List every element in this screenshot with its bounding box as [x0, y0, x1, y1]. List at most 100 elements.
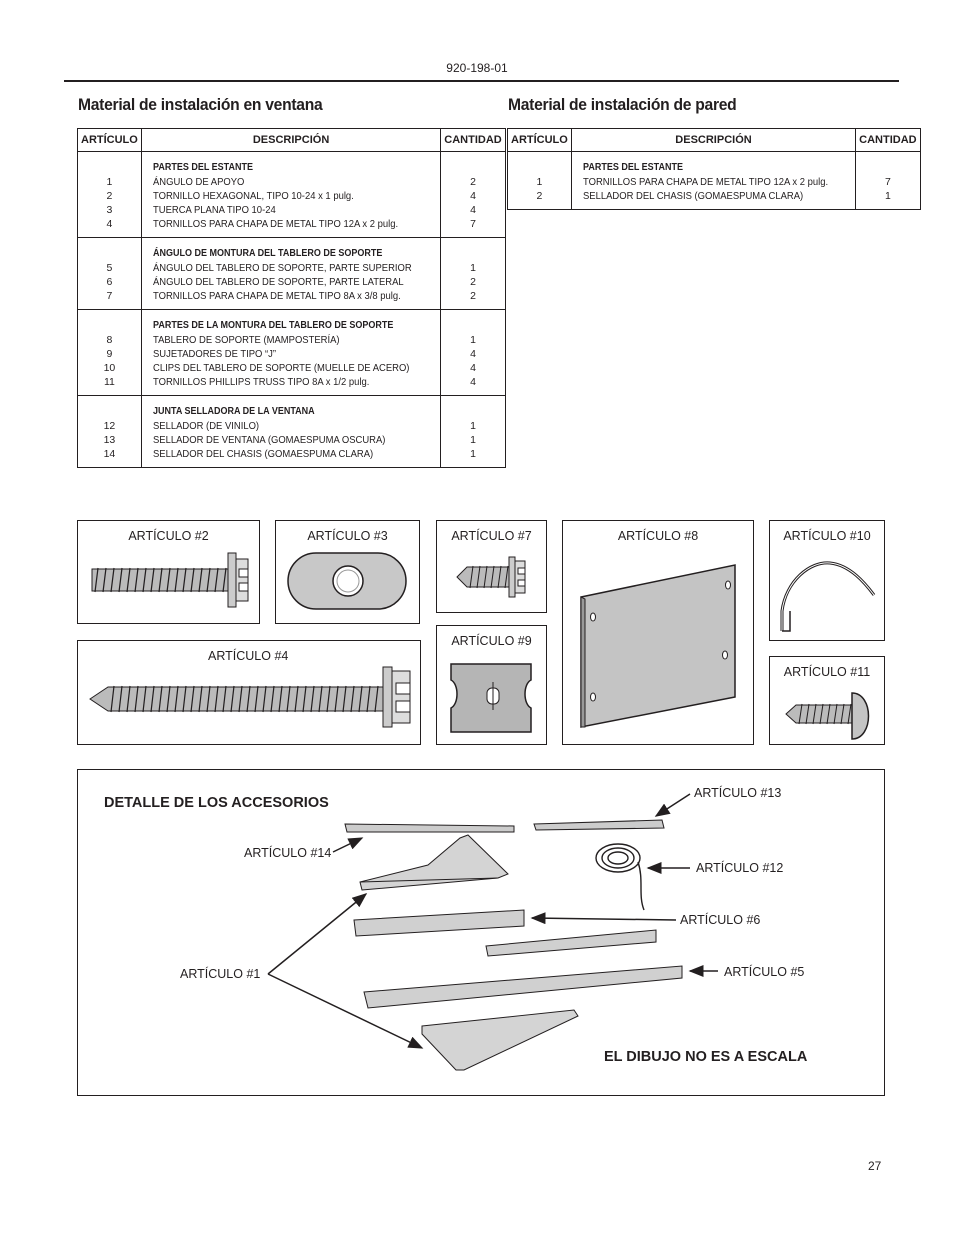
window-section-title: Material de instalación en ventana: [78, 95, 323, 114]
item-description: TORNILLO HEXAGONAL, TIPO 10-24 x 1 pulg.: [152, 190, 354, 202]
item-quantity: 4: [470, 376, 476, 388]
item-quantity: 4: [470, 362, 476, 374]
phillips-truss-screw-icon: [785, 692, 870, 740]
item-quantity: 7: [884, 176, 891, 188]
item11-box: ARTÍCULO #11: [769, 656, 885, 745]
page-number: 27: [868, 1159, 882, 1173]
item-quantity: 2: [470, 290, 476, 302]
item-quantity: 4: [470, 190, 476, 202]
item-number: 1: [536, 176, 543, 188]
description-cell: JUNTA SELLADORA DE LA VENTANA SELLADOR (D…: [140, 395, 442, 468]
item-quantity: 7: [470, 218, 476, 230]
item-quantity: 1: [470, 420, 476, 432]
item-number: 7: [106, 290, 113, 302]
group-heading: PARTES DE LA MONTURA DEL TABLERO DE SOPO…: [152, 320, 394, 331]
document-number: 920-198-01: [446, 61, 508, 75]
item13-callout: ARTÍCULO #13: [694, 786, 782, 800]
item-number: 12: [103, 420, 116, 432]
parts-group-row: 12 13 14 JUNTA SELLADORA DE LA VENTANA SELLA…: [77, 395, 506, 468]
item9-label: ARTÍCULO #9: [451, 634, 532, 648]
item8-box: ARTÍCULO #8: [562, 520, 754, 745]
small-screw-icon: [456, 556, 526, 598]
column-header-quantity: CANTIDAD: [855, 128, 921, 152]
item-number: 3: [106, 204, 113, 216]
group-heading: ÁNGULO DE MONTURA DEL TABLERO DE SOPORTE: [152, 248, 383, 259]
item2-label: ARTÍCULO #2: [128, 529, 209, 543]
item-number: 14: [103, 448, 116, 460]
item7-box: ARTÍCULO #7: [436, 520, 547, 613]
item7-label: ARTÍCULO #7: [451, 529, 532, 543]
item-number: 8: [106, 334, 113, 346]
item-description: TORNILLOS PARA CHAPA DE METAL TIPO 12A x…: [582, 176, 828, 188]
item-description: ÁNGULO DEL TABLERO DE SOPORTE, PARTE LAT…: [152, 276, 404, 288]
item-number: 6: [106, 276, 113, 288]
wall-section-title: Material de instalación de pared: [508, 95, 737, 114]
column-header-item: ARTÍCULO: [77, 128, 142, 152]
item10-box: ARTÍCULO #10: [769, 520, 885, 641]
item9-box: ARTÍCULO #9: [436, 625, 547, 745]
item-number: 2: [106, 190, 113, 202]
item-number: 11: [103, 376, 115, 388]
item-quantity: 1: [884, 190, 891, 202]
item-quantity: 4: [470, 204, 476, 216]
quantity-cell: 1 4 4 4: [440, 309, 506, 396]
item-number: 2: [536, 190, 543, 202]
item-quantity: 1: [470, 434, 476, 446]
group-heading: JUNTA SELLADORA DE LA VENTANA: [152, 406, 315, 417]
long-bolt-icon: [89, 666, 411, 728]
accessories-illustration: [267, 793, 718, 1071]
description-cell: PARTES DE LA MONTURA DEL TABLERO DE SOPO…: [140, 309, 442, 396]
item-description: SELLADOR DEL CHASIS (GOMAESPUMA CLARA): [582, 190, 804, 202]
item-quantity: 1: [470, 334, 476, 346]
item-description: SELLADOR DE VENTANA (GOMAESPUMA OSCURA): [152, 434, 386, 446]
flat-nut-icon: [287, 552, 407, 610]
item8-label: ARTÍCULO #8: [617, 529, 699, 543]
not-to-scale-note: EL DIBUJO NO ES A ESCALA: [604, 1049, 808, 1065]
item6-callout: ARTÍCULO #6: [680, 913, 761, 927]
item4-box: ARTÍCULO #4: [77, 640, 421, 745]
column-header-quantity: CANTIDAD: [440, 128, 506, 152]
item-description: TABLERO DE SOPORTE (MAMPOSTERÍA): [152, 334, 340, 346]
j-fastener-icon: [450, 663, 532, 733]
hex-bolt-icon: [91, 552, 249, 608]
item5-callout: ARTÍCULO #5: [724, 965, 805, 979]
item-number: 5: [106, 262, 113, 274]
item-quantity: 4: [470, 348, 476, 360]
item-description: SELLADOR (DE VINILO): [152, 420, 259, 432]
item-number: 4: [106, 218, 113, 230]
item3-label: ARTÍCULO #3: [307, 529, 388, 543]
item14-callout: ARTÍCULO #14: [244, 846, 332, 860]
accessories-detail-box: DETALLE DE LOS ACCESORIOS EL DIBUJO NO E…: [77, 769, 885, 1096]
parts-group-row: 5 6 7 ÁNGULO DE MONTURA DEL TABLERO DE SOPO…: [77, 237, 506, 310]
spring-clip-icon: [780, 561, 876, 632]
description-cell: ÁNGULO DE MONTURA DEL TABLERO DE SOPORTE…: [140, 237, 442, 310]
group-heading: PARTES DEL ESTANTE: [152, 162, 253, 173]
item-description: TORNILLOS PARA CHAPA DE METAL TIPO 12A x…: [152, 218, 398, 230]
item-description: TORNILLOS PARA CHAPA DE METAL TIPO 8A x …: [152, 290, 401, 302]
accessories-title: DETALLE DE LOS ACCESORIOS: [104, 795, 329, 811]
item2-box: ARTÍCULO #2: [77, 520, 260, 624]
item-number: 10: [103, 362, 116, 374]
item-number: 13: [103, 434, 116, 446]
item-description: CLIPS DEL TABLERO DE SOPORTE (MUELLE DE …: [152, 362, 410, 374]
item11-label: ARTÍCULO #11: [783, 665, 871, 679]
item-description: TUERCA PLANA TIPO 10-24: [152, 204, 276, 216]
item-quantity: 1: [470, 262, 476, 274]
item3-box: ARTÍCULO #3: [275, 520, 420, 624]
item-numbers-cell: 12 13 14: [77, 395, 142, 468]
item-numbers-cell: 5 6 7: [77, 237, 142, 310]
